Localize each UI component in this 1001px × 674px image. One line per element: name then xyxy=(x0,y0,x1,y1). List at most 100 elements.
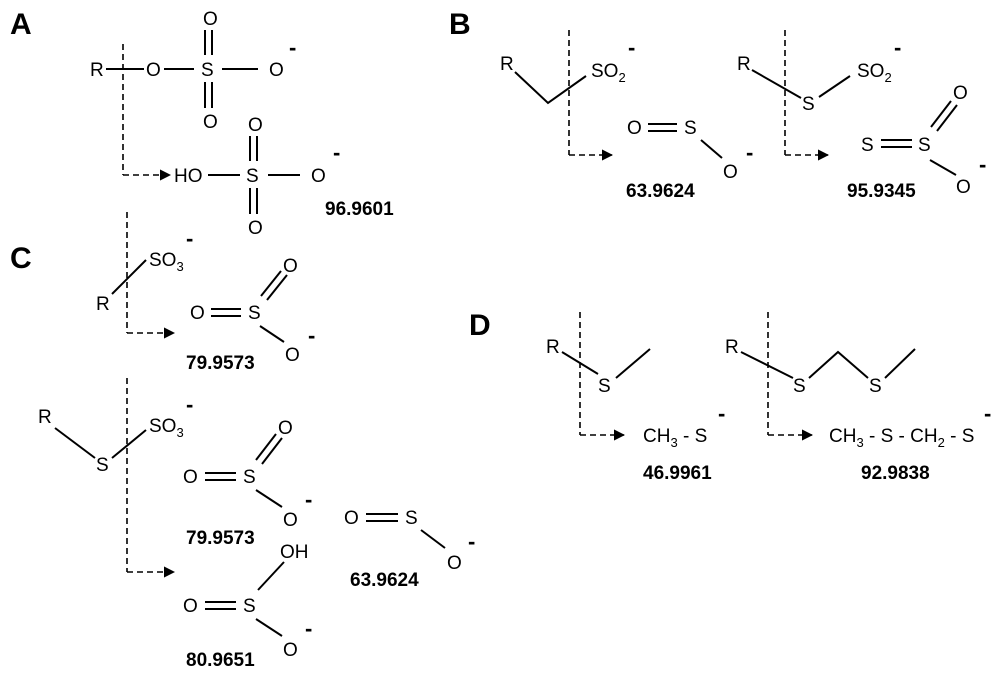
mass-label: 63.9624 xyxy=(626,181,695,202)
panel-c: C R SO3 - O S O O - 79.9573 R S SO3 - O … xyxy=(10,212,475,671)
r-group: R xyxy=(38,407,52,428)
bond-r-so3 xyxy=(111,259,147,295)
charge-minus: - xyxy=(186,226,193,251)
sulfur: S xyxy=(248,303,261,324)
bond-s-so3 xyxy=(111,429,147,459)
sulfur: S xyxy=(246,166,259,187)
bond-s-so2 xyxy=(818,75,851,98)
sulfur: S xyxy=(201,60,214,81)
hydroxyl: OH xyxy=(280,542,309,563)
bond-s-ch3 xyxy=(884,348,916,379)
panel-label-a: A xyxy=(10,8,32,41)
panel-d: D R S CH3 - S - 46.9961 R S S CH3 - S - … xyxy=(469,309,991,484)
r-group: R xyxy=(96,294,110,315)
oxygen-anion: O xyxy=(283,510,298,531)
mass-label: 79.9573 xyxy=(186,528,255,549)
sulfonate-group: SO3 xyxy=(149,416,184,440)
oxygen-top: O xyxy=(278,418,293,439)
double-bond-up-1 xyxy=(930,100,952,128)
mass-label: 79.9573 xyxy=(186,353,255,374)
bond-r-s xyxy=(54,427,96,459)
methylthiomethanethiolate: CH3 - S - CH2 - S xyxy=(829,426,974,450)
sulfur: S xyxy=(684,118,697,139)
oxygen-anion: O xyxy=(283,640,298,661)
oxygen-top: O xyxy=(203,9,218,30)
bond-s-o xyxy=(700,139,723,159)
panel-label-d: D xyxy=(469,309,491,342)
bond-s-ch3 xyxy=(615,348,651,379)
charge-minus: - xyxy=(628,35,635,60)
double-bond-up-1 xyxy=(255,433,277,461)
bond-s-o xyxy=(255,489,283,508)
mass-label: 95.9345 xyxy=(847,181,916,202)
bond-r-s xyxy=(740,351,794,379)
oxygen: O xyxy=(344,508,359,529)
oxygen-anion: O xyxy=(723,162,738,183)
oxygen-anion: O xyxy=(285,345,300,366)
panel-b: B R SO2 - O S O - 63.9624 R S SO2 - S S … xyxy=(449,8,986,202)
double-bond-up-2 xyxy=(261,437,283,465)
oxygen-bottom: O xyxy=(248,218,263,239)
mass-label: 96.9601 xyxy=(325,199,394,220)
panel-label-b: B xyxy=(449,8,471,41)
mass-label: 63.9624 xyxy=(350,570,419,591)
charge-minus: - xyxy=(186,392,193,417)
sulfonate-group: SO3 xyxy=(149,250,184,274)
sulfur: S xyxy=(598,376,611,397)
sulfur: S xyxy=(243,467,256,488)
bond-r-s xyxy=(751,69,802,99)
sulfinate-group: SO2 xyxy=(591,61,626,85)
bond-s-o xyxy=(420,529,446,549)
charge-minus: - xyxy=(305,487,312,512)
charge-minus: - xyxy=(468,529,475,554)
r-group: R xyxy=(90,60,104,81)
r-group: R xyxy=(546,337,560,358)
sulfur: S xyxy=(802,94,815,115)
oxygen-anion: O xyxy=(956,177,971,198)
oxygen: O xyxy=(183,467,198,488)
double-bond-up-2 xyxy=(266,274,288,301)
bond-s-o xyxy=(929,159,957,176)
sulfur: S xyxy=(869,376,882,397)
hydroxyl: HO xyxy=(174,166,203,187)
charge-minus: - xyxy=(333,140,340,165)
bond-s-oh xyxy=(257,561,285,591)
oxygen-anion: O xyxy=(447,553,462,574)
carbon-chain xyxy=(514,71,587,105)
bond-s-o xyxy=(259,325,285,343)
sulfur-terminal: S xyxy=(861,135,874,156)
mass-label: 46.9961 xyxy=(643,463,712,484)
charge-minus: - xyxy=(308,323,315,348)
sulfur-central: S xyxy=(918,135,931,156)
oxygen: O xyxy=(627,118,642,139)
methylene-bridge xyxy=(808,350,869,379)
sulfur: S xyxy=(243,596,256,617)
double-bond-up-1 xyxy=(260,270,282,297)
oxygen-top: O xyxy=(283,256,298,277)
panel-a: A R O S O O O - HO S O O O - 96.9601 xyxy=(10,8,394,239)
mass-label: 80.9651 xyxy=(186,650,255,671)
sulfinate-group: SO2 xyxy=(857,61,892,85)
charge-minus: - xyxy=(894,35,901,60)
oxygen-top: O xyxy=(953,83,968,104)
charge-minus: - xyxy=(718,401,725,426)
panel-label-c: C xyxy=(10,242,32,275)
oxygen-anion: O xyxy=(311,166,326,187)
r-group: R xyxy=(725,337,739,358)
bond-s-o xyxy=(255,618,283,637)
oxygen: O xyxy=(190,303,205,324)
ether-oxygen: O xyxy=(146,60,161,81)
methanethiolate: CH3 - S xyxy=(643,426,707,450)
sulfur: S xyxy=(793,376,806,397)
sulfur: S xyxy=(405,508,418,529)
mass-label: 92.9838 xyxy=(861,463,930,484)
charge-minus: - xyxy=(746,140,753,165)
oxygen-bottom: O xyxy=(203,112,218,133)
charge-minus: - xyxy=(289,35,296,60)
oxygen-top: O xyxy=(248,115,263,136)
r-group: R xyxy=(737,54,751,75)
r-group: R xyxy=(500,54,514,75)
charge-minus: - xyxy=(979,152,986,177)
sulfur: S xyxy=(96,455,109,476)
